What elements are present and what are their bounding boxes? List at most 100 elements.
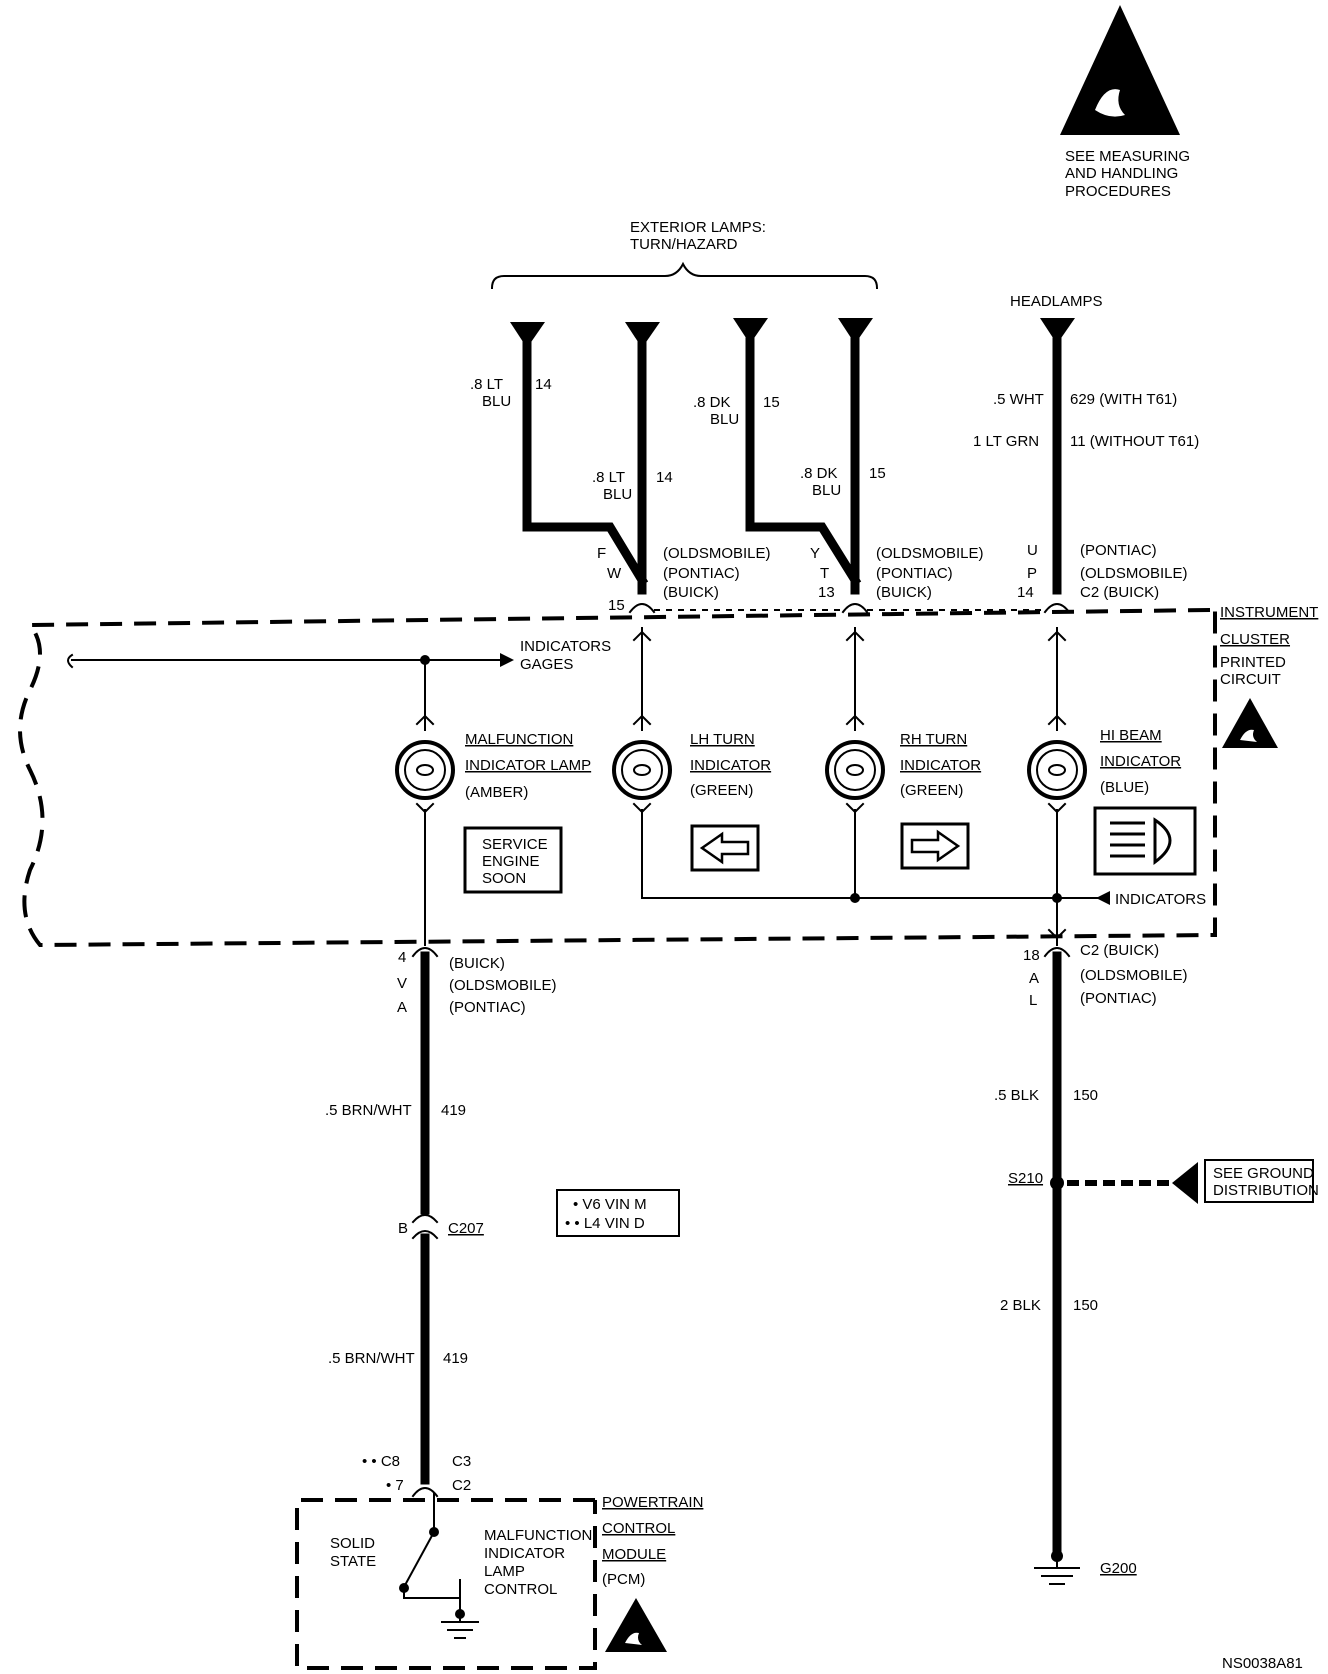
service-text-1: SERVICE xyxy=(482,836,548,853)
w3-size-1: .8 DK xyxy=(693,394,731,411)
hb-brand-1: (PONTIAC) xyxy=(1080,542,1157,559)
arrow-w3 xyxy=(733,318,768,344)
cluster-label-4: CIRCUIT xyxy=(1220,671,1281,688)
rh-bulb-filament xyxy=(846,764,864,776)
high-beam-icon xyxy=(1093,806,1197,876)
arrow-w4 xyxy=(838,318,873,344)
hb-pin-3: 14 xyxy=(1017,584,1034,601)
junction-rh-bottom xyxy=(850,893,860,903)
indicators-feed-arrow xyxy=(1096,891,1110,905)
w3-size-2: BLU xyxy=(710,411,739,428)
gnd-brand-3: (PONTIAC) xyxy=(1080,990,1157,1007)
gnd-brand-2: (OLDSMOBILE) xyxy=(1080,967,1188,984)
w4-circuit: 15 xyxy=(869,465,886,482)
mil-wire2-circuit: 419 xyxy=(443,1350,468,1367)
w1-size-1: .8 LT xyxy=(470,376,503,393)
w5a-circuit: 629 (WITH T61) xyxy=(1070,391,1177,408)
rh-brand-3: (BUICK) xyxy=(876,584,932,601)
gnd-wire1-size: .5 BLK xyxy=(994,1087,1039,1104)
rh-label-2: INDICATOR xyxy=(900,757,981,774)
w2-size-2: BLU xyxy=(603,486,632,503)
hb-label-1: HI BEAM xyxy=(1100,727,1162,744)
hb-bulb-inner xyxy=(1036,749,1078,791)
w1-size-2: BLU xyxy=(482,393,511,410)
exterior-lamps-brace xyxy=(490,261,879,290)
hb-label-2: INDICATOR xyxy=(1100,753,1181,770)
indicators-gages-arrow xyxy=(500,653,514,667)
lh-wire-internal xyxy=(641,627,1058,899)
w2-circuit: 14 xyxy=(656,469,673,486)
lh-pin-1: F xyxy=(597,545,606,562)
indicators-gages-2: GAGES xyxy=(520,656,573,673)
exterior-lamps-label-1: EXTERIOR LAMPS: xyxy=(630,219,766,236)
lh-pin-3: 15 xyxy=(608,597,625,614)
legend-line-1: • V6 VIN M xyxy=(573,1196,647,1213)
connector-arc-gnd xyxy=(1043,947,1071,958)
w4-size-2: BLU xyxy=(812,482,841,499)
gnd-pin-3: L xyxy=(1029,992,1037,1009)
lh-brand-3: (BUICK) xyxy=(663,584,719,601)
wire-w3 xyxy=(745,337,862,587)
see-ground-1: SEE GROUND xyxy=(1213,1165,1314,1182)
wire-w1 xyxy=(522,340,649,587)
hb-bulb-icon xyxy=(1027,740,1087,800)
mil-label-1: MALFUNCTION xyxy=(465,731,573,748)
mil-pin-3: A xyxy=(397,999,407,1016)
rh-color: (GREEN) xyxy=(900,782,963,799)
gnd-pin-1: 18 xyxy=(1023,947,1040,964)
pcm-pin-1: • • C8 xyxy=(362,1453,400,1470)
cluster-label-3: PRINTED xyxy=(1220,654,1286,671)
gnd-wire1-circuit: 150 xyxy=(1073,1087,1098,1104)
lh-color: (GREEN) xyxy=(690,782,753,799)
mil-pin-1: 4 xyxy=(398,949,406,966)
pcm-pin-2: • 7 xyxy=(386,1477,404,1494)
rh-pin-3: 13 xyxy=(818,584,835,601)
connector-arc-hb xyxy=(1043,603,1071,614)
w2-size-1: .8 LT xyxy=(592,469,625,486)
mil-bulb-inner xyxy=(404,749,446,791)
pcm-mil-1: MALFUNCTION xyxy=(484,1527,592,1544)
pcm-name-3: MODULE xyxy=(602,1546,666,1563)
pcm-name-1: POWERTRAIN xyxy=(602,1494,703,1511)
indicators-feed-label: INDICATORS xyxy=(1115,891,1206,908)
rh-label-1: RH TURN xyxy=(900,731,967,748)
instrument-cluster-boundary xyxy=(18,608,1217,948)
ground-g200-symbol xyxy=(1034,1555,1080,1585)
hb-wire-chevrons xyxy=(1047,630,1067,940)
pcm-solid-1: SOLID xyxy=(330,1535,375,1552)
rh-bulb-icon xyxy=(825,740,885,800)
esd-warning-icon xyxy=(1060,5,1180,135)
service-text-3: SOON xyxy=(482,870,526,887)
connector-c207 xyxy=(411,1214,439,1240)
mil-wire-chevrons xyxy=(415,714,435,814)
mil-brand-1: (BUICK) xyxy=(449,955,505,972)
w1-circuit: 14 xyxy=(535,376,552,393)
rh-pin-2: T xyxy=(820,565,829,582)
lh-bulb-filament xyxy=(633,764,651,776)
rh-pin-1: Y xyxy=(810,545,820,562)
pcm-mil-2: INDICATOR xyxy=(484,1545,565,1562)
lh-pin-2: W xyxy=(607,565,622,582)
mil-label-2: INDICATOR LAMP xyxy=(465,757,591,774)
pcm-ground-dot xyxy=(455,1609,465,1619)
mil-wire1-size: .5 BRN/WHT xyxy=(325,1102,412,1119)
connector-arc-mil xyxy=(411,947,439,958)
ground-g200-label: G200 xyxy=(1100,1560,1137,1577)
gnd-wire2-size: 2 BLK xyxy=(1000,1297,1041,1314)
mil-pin-2: V xyxy=(397,975,407,992)
cluster-label-2: CLUSTER xyxy=(1220,631,1290,648)
pcm-switch-arm xyxy=(402,1530,436,1589)
figure-id: NS0038A81 xyxy=(1222,1655,1303,1672)
hb-pin-1: U xyxy=(1027,542,1038,559)
hb-bulb-filament xyxy=(1048,764,1066,776)
mil-wire2-size: .5 BRN/WHT xyxy=(328,1350,415,1367)
mil-wire1-circuit: 419 xyxy=(441,1102,466,1119)
esd-text-2: AND HANDLING xyxy=(1065,165,1178,182)
lh-label-1: LH TURN xyxy=(690,731,755,748)
lh-brand-2: (PONTIAC) xyxy=(663,565,740,582)
mil-bulb-icon xyxy=(395,740,455,800)
hb-pin-2: P xyxy=(1027,565,1037,582)
esd-text-3: PROCEDURES xyxy=(1065,183,1171,200)
lh-brand-1: (OLDSMOBILE) xyxy=(663,545,771,562)
rh-brand-2: (PONTIAC) xyxy=(876,565,953,582)
